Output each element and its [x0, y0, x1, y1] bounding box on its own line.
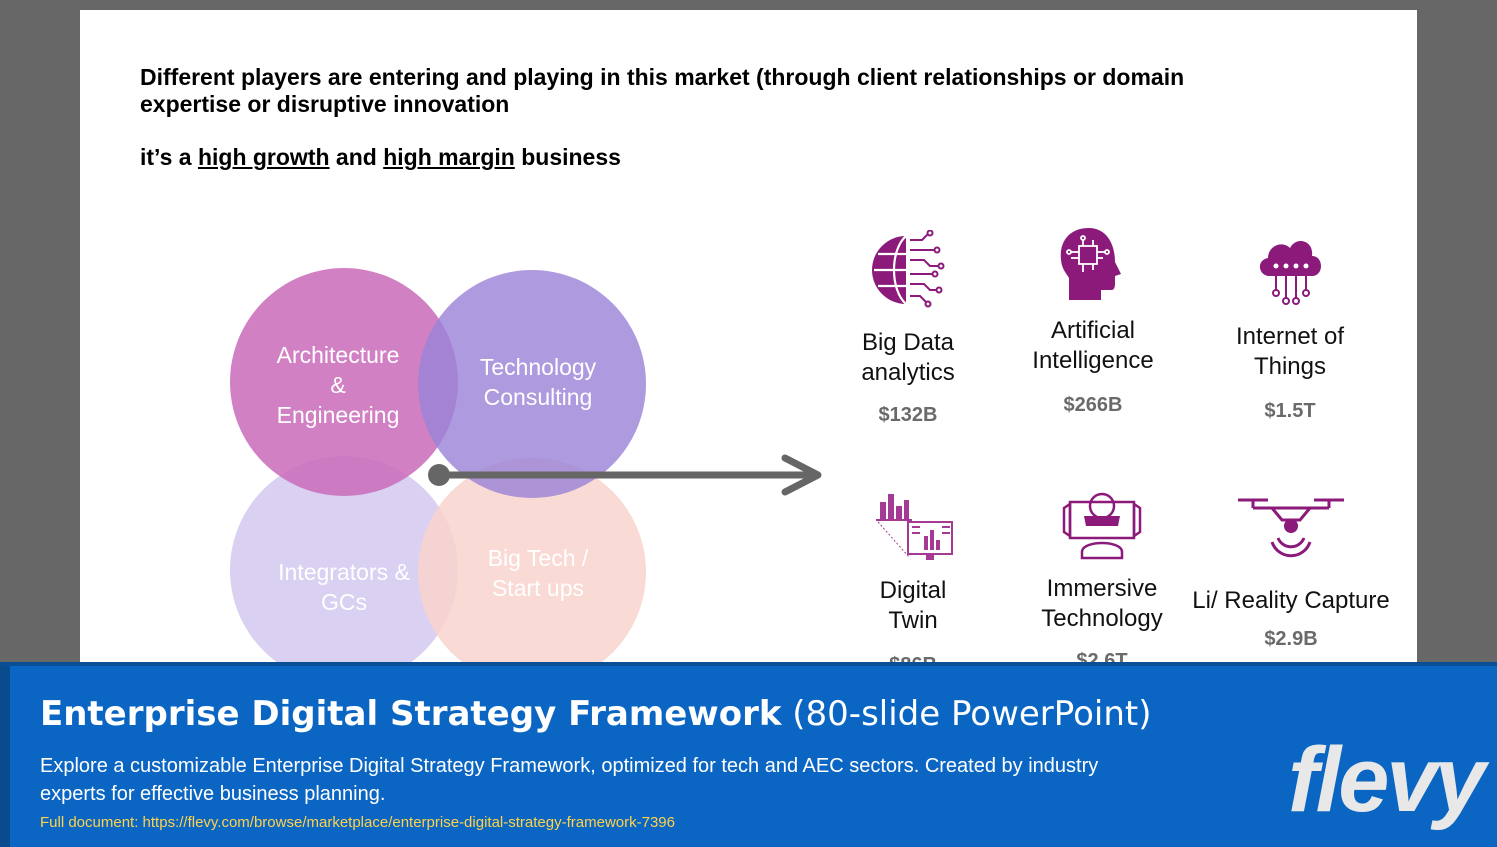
- tech-big-data-line-1: Big Data: [861, 329, 955, 356]
- subline-prefix: it’s a: [140, 144, 198, 170]
- tech-big-data-value: $132B: [878, 404, 938, 426]
- iot-cloud-icon: [1259, 241, 1321, 305]
- circle-technology-label: Technology Consulting: [448, 352, 628, 412]
- subline-mid: and: [329, 144, 384, 170]
- banner-title-bold: Enterprise Digital Strategy Framework: [40, 694, 782, 734]
- tech-iot: Internet of Things $1.5T: [1180, 230, 1400, 423]
- circle-technology-line-2: Consulting: [483, 384, 593, 410]
- big-data-globe-icon: [872, 230, 945, 308]
- tech-immersive-line-2: Technology: [1041, 605, 1163, 632]
- circle-technology: [418, 270, 646, 498]
- slide: Different players are entering and playi…: [80, 10, 1417, 670]
- tech-iot-line-1: Internet of: [1235, 323, 1345, 350]
- circle-integrators-line-2: GCs: [321, 589, 367, 615]
- tech-immersive: Immersive Technology $2.6T: [992, 486, 1212, 670]
- tech-reality-capture-line-1: Li/ Reality Capture: [1192, 587, 1390, 614]
- promo-banner: Enterprise Digital Strategy Framework (8…: [0, 662, 1497, 847]
- slide-headline: Different players are entering and playi…: [140, 64, 1185, 117]
- tech-immersive-line-1: Immersive: [1046, 575, 1158, 602]
- subline-high-margin: high margin: [383, 144, 515, 170]
- circle-big-tech-line-2: Start ups: [491, 575, 585, 601]
- tech-ai: Artificial Intelligence $266B: [983, 224, 1203, 417]
- tech-digital-twin-line-2: Twin: [888, 607, 938, 634]
- tech-ai-line-1: Artificial: [1050, 317, 1135, 344]
- circle-big-tech-label: Big Tech / Start ups: [448, 543, 628, 603]
- tech-reality-capture: Li/ Reality Capture $2.9B: [1181, 494, 1401, 651]
- banner-left-bar: [0, 666, 10, 847]
- drone-icon: [1238, 498, 1344, 558]
- ai-head-icon: [1060, 228, 1121, 300]
- tech-digital-twin: Digital Twin $86B: [803, 486, 1023, 670]
- banner-description: Explore a customizable Enterprise Digita…: [40, 755, 1099, 805]
- tech-iot-value: $1.5T: [1264, 400, 1316, 422]
- tech-reality-capture-value: $2.9B: [1264, 628, 1318, 650]
- banner-title-light: (80-slide PowerPoint): [781, 694, 1152, 734]
- tech-big-data-line-2: analytics: [861, 359, 955, 386]
- circle-architecture-line-1: Architecture: [276, 342, 400, 368]
- flevy-logo[interactable]: flevy: [1288, 729, 1486, 831]
- tech-iot-line-2: Things: [1253, 353, 1327, 380]
- tech-ai-value: $266B: [1063, 394, 1123, 416]
- tech-big-data: Big Data analytics $132B: [798, 230, 1018, 427]
- circle-integrators-label: Integrators & GCs: [254, 557, 434, 617]
- slide-subline: it’s a high growth and high margin busin…: [140, 144, 621, 171]
- tech-ai-line-2: Intelligence: [1032, 347, 1154, 374]
- banner-document-link[interactable]: Full document: https://flevy.com/browse/…: [40, 814, 675, 831]
- tech-digital-twin-line-1: Digital: [879, 577, 947, 604]
- banner-title: Enterprise Digital Strategy Framework (8…: [40, 694, 1151, 734]
- circle-architecture-line-2: &: [330, 372, 346, 398]
- circle-big-tech-line-1: Big Tech /: [487, 545, 589, 571]
- circle-integrators-line-1: Integrators &: [278, 559, 410, 585]
- circle-architecture-label: Architecture & Engineering: [248, 340, 428, 430]
- subline-high-growth: high growth: [197, 144, 330, 170]
- vr-headset-icon: [1062, 492, 1142, 560]
- subline-suffix: business: [514, 144, 621, 170]
- circle-technology-line-1: Technology: [479, 354, 597, 380]
- arrow-graphic: [428, 454, 822, 496]
- circle-architecture-line-3: Engineering: [276, 402, 400, 428]
- digital-twin-icon: [876, 494, 953, 560]
